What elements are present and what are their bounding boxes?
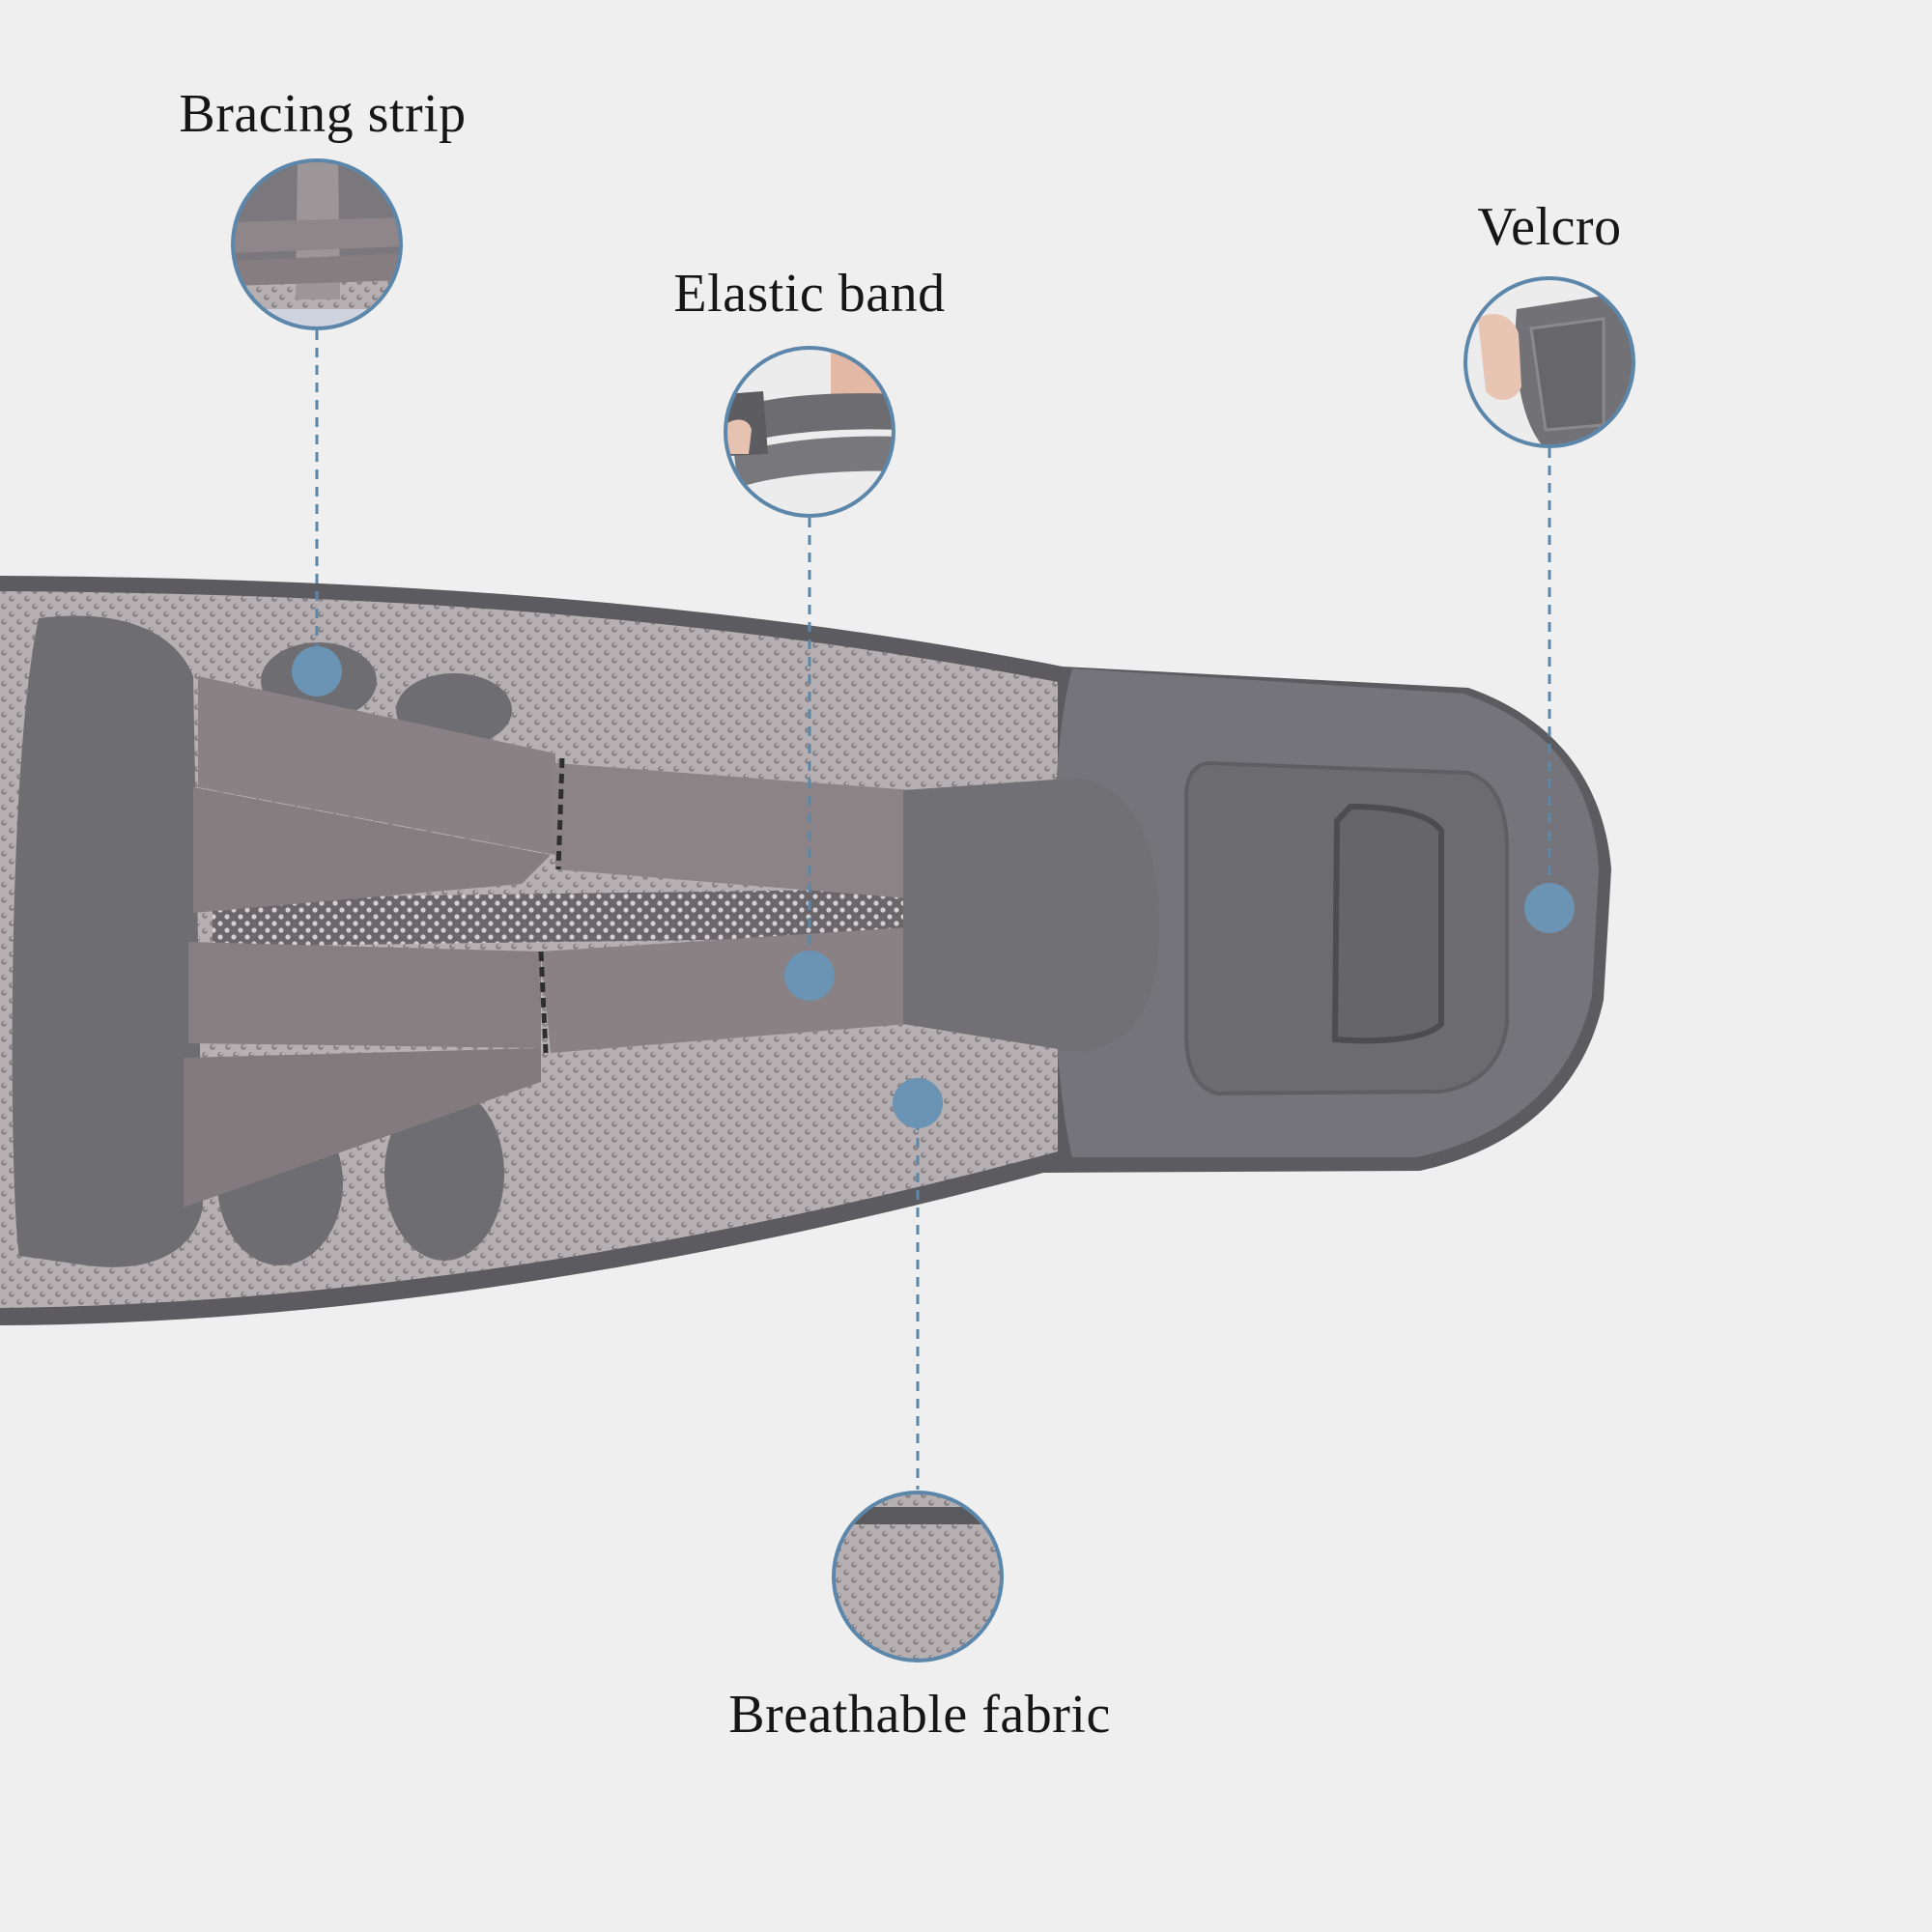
breathable-fabric-marker: [893, 1078, 943, 1128]
velcro-marker: [1524, 883, 1575, 933]
callout-markers: [292, 646, 1575, 1128]
breathable-fabric-detail: [832, 1491, 1004, 1662]
breathable-fabric-label: Breathable fabric: [728, 1685, 1111, 1745]
belt: [0, 576, 1611, 1325]
velcro-detail: [1463, 276, 1635, 448]
elastic-band-detail: [724, 346, 895, 518]
leader-lines: [315, 330, 1551, 1490]
elastic-band-marker: [784, 951, 835, 1001]
velcro-label: Velcro: [1477, 197, 1622, 257]
bracing-strip-detail: [231, 158, 403, 330]
bracing-strip-label: Bracing strip: [179, 84, 467, 144]
elastic-band-label: Elastic band: [673, 264, 946, 324]
bracing-strip-marker: [292, 646, 342, 696]
